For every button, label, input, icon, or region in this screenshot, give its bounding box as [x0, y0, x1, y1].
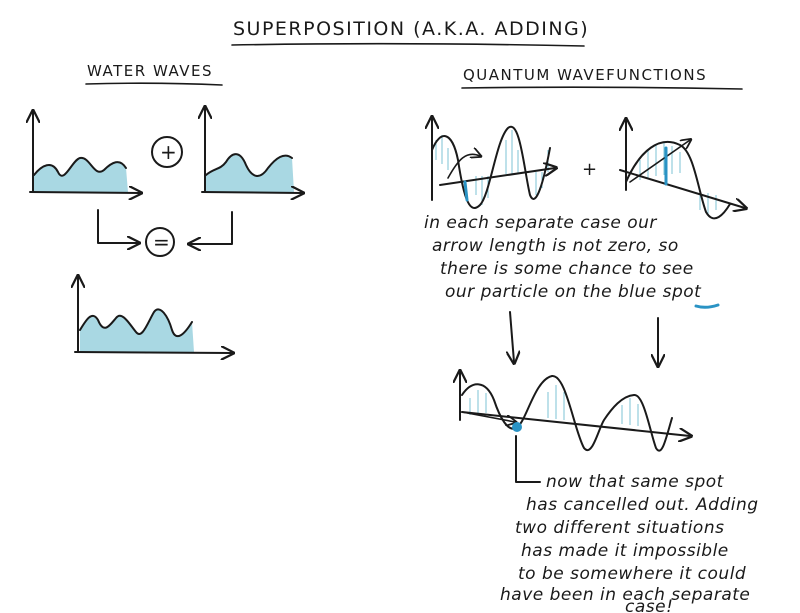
quantum-plus-sign: +	[582, 159, 597, 180]
equals-symbol-circled: =	[145, 227, 175, 257]
quantum-wave-2-curve	[625, 140, 731, 220]
note-bottom-line-2: has cancelled out. Adding	[526, 495, 759, 515]
water-waves-heading: WATER WAVES	[87, 62, 213, 80]
quantum-wave-1-plot	[431, 118, 555, 209]
merge-arrow-left	[97, 209, 138, 243]
quantum-wave-sum-hatching	[469, 385, 639, 426]
equals-sign: =	[153, 230, 170, 254]
page-title: SUPERPOSITION (A.K.A. ADDING)	[233, 18, 589, 40]
note-bottom-line-1: now that same spot	[546, 472, 725, 492]
note-bottom-line-3: two different situations	[515, 518, 724, 538]
water-wave-sum-curve	[79, 308, 193, 338]
water-wave-1-x-axis	[29, 192, 140, 193]
water-wave-sum-fill	[80, 309, 194, 352]
plus-circle	[151, 136, 183, 168]
water-wave-2-x-axis	[201, 192, 302, 193]
quantum-wave-sum-arrow	[461, 411, 515, 422]
quantum-wave-2-plot	[619, 120, 745, 220]
quantum-wave-1-hatching	[435, 130, 549, 205]
merge-arrow-right	[190, 211, 233, 244]
water-wave-sum-x-axis	[74, 352, 232, 353]
note-top-line-3: there is some chance to see	[440, 259, 694, 279]
quantum-wave-1-arrow	[447, 154, 480, 179]
note-top-line-4: our particle on the blue spot	[445, 282, 702, 302]
title-underline	[231, 42, 585, 47]
blue-word-underline	[694, 303, 720, 309]
quantum-wave-sum-curve	[461, 375, 673, 452]
quantum-wave-sum-plot	[460, 372, 690, 452]
quantum-wave-sum-x-axis	[461, 411, 690, 436]
water-wave-2-curve	[205, 153, 293, 177]
quantum-wave-sum-blue-spot	[512, 422, 522, 432]
water-wave-sum-plot	[75, 277, 232, 353]
quantum-wave-1-curve	[431, 125, 551, 209]
quantum-wave-2-arrow	[629, 140, 690, 183]
note-bottom-line-6: have been in each separate	[500, 585, 750, 605]
quantum-wave-2-x-axis	[619, 169, 745, 208]
plus-sign: +	[160, 140, 177, 164]
note-bottom-line-5: to be somewhere it could	[518, 564, 746, 584]
water-waves-underline	[85, 82, 223, 86]
note-bottom-line-7: case!	[625, 597, 673, 613]
water-wave-1-curve	[33, 156, 127, 177]
plus-symbol-circled: +	[151, 136, 183, 168]
quantum-wave-1-x-axis	[439, 168, 555, 186]
down-arrow-left	[510, 311, 514, 362]
note-bottom-line-4: has made it impossible	[521, 541, 729, 561]
water-wave-2-plot	[202, 108, 302, 193]
note-bottom: now that same spot has cancelled out. Ad…	[500, 472, 759, 613]
note-bottom-pointer	[515, 435, 541, 483]
note-top: in each separate case our arrow length i…	[424, 213, 720, 309]
quantum-wave-1-blue-spot	[463, 180, 469, 202]
note-top-line-1: in each separate case our	[424, 213, 657, 233]
quantum-underline	[461, 86, 743, 90]
quantum-heading: QUANTUM WAVEFUNCTIONS	[463, 66, 707, 84]
note-top-line-2: arrow length is not zero, so	[432, 236, 679, 256]
equals-circle	[145, 227, 175, 257]
water-wave-1-fill	[34, 157, 128, 192]
water-wave-1-plot	[30, 112, 140, 193]
